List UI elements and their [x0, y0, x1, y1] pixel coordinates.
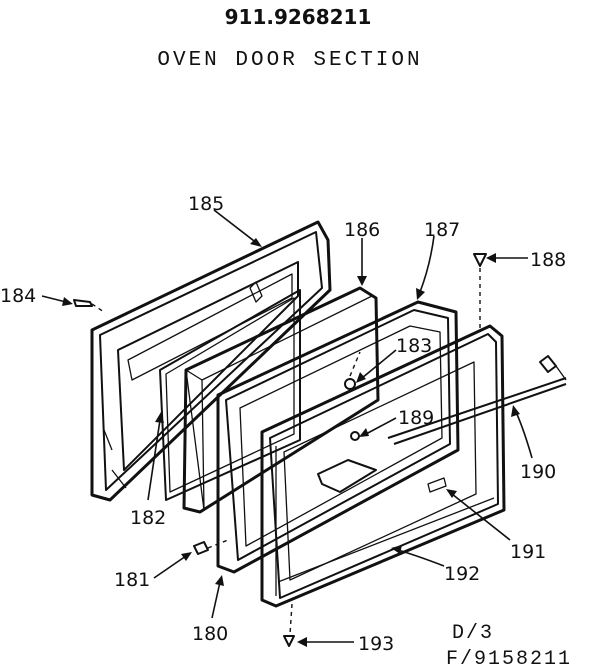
callout-185: 185 [188, 193, 224, 215]
callout-186: 186 [344, 219, 380, 241]
callout-187: 187 [424, 219, 460, 241]
callout-180: 180 [192, 623, 228, 645]
callout-188: 188 [530, 249, 566, 271]
part-186-insulation-panel [182, 286, 380, 514]
part-184-screw [73, 299, 93, 307]
part-181-screw [193, 541, 209, 555]
part-191-bracket [317, 459, 447, 493]
callout-191: 191 [510, 541, 546, 563]
part-182-inner-glass [159, 289, 301, 501]
part-185-door-liner [90, 220, 332, 502]
callout-190: 190 [520, 461, 556, 483]
model-number: 911.9268211 [225, 5, 372, 29]
callout-181: 181 [114, 569, 150, 591]
part-193-screw [283, 635, 295, 647]
callout-193: 193 [358, 633, 394, 655]
part-192-outer-door [260, 324, 506, 608]
callout-182: 182 [130, 507, 166, 529]
part-189-screw [350, 431, 360, 441]
part-188-screw [473, 253, 487, 267]
leader-lines [41, 209, 533, 647]
section-title: OVEN DOOR SECTION [157, 49, 422, 72]
callout-192: 192 [444, 563, 480, 585]
callout-189: 189 [398, 407, 434, 429]
sheet-code: D/3 [452, 622, 494, 645]
part-187-middle-frame [216, 300, 460, 574]
callout-183: 183 [396, 335, 432, 357]
part-190-handle [387, 355, 567, 445]
callout-184: 184 [0, 285, 36, 307]
figure-code: F/9158211 [446, 648, 572, 669]
part-183-screw [344, 378, 356, 390]
alignment-lines [91, 268, 481, 635]
